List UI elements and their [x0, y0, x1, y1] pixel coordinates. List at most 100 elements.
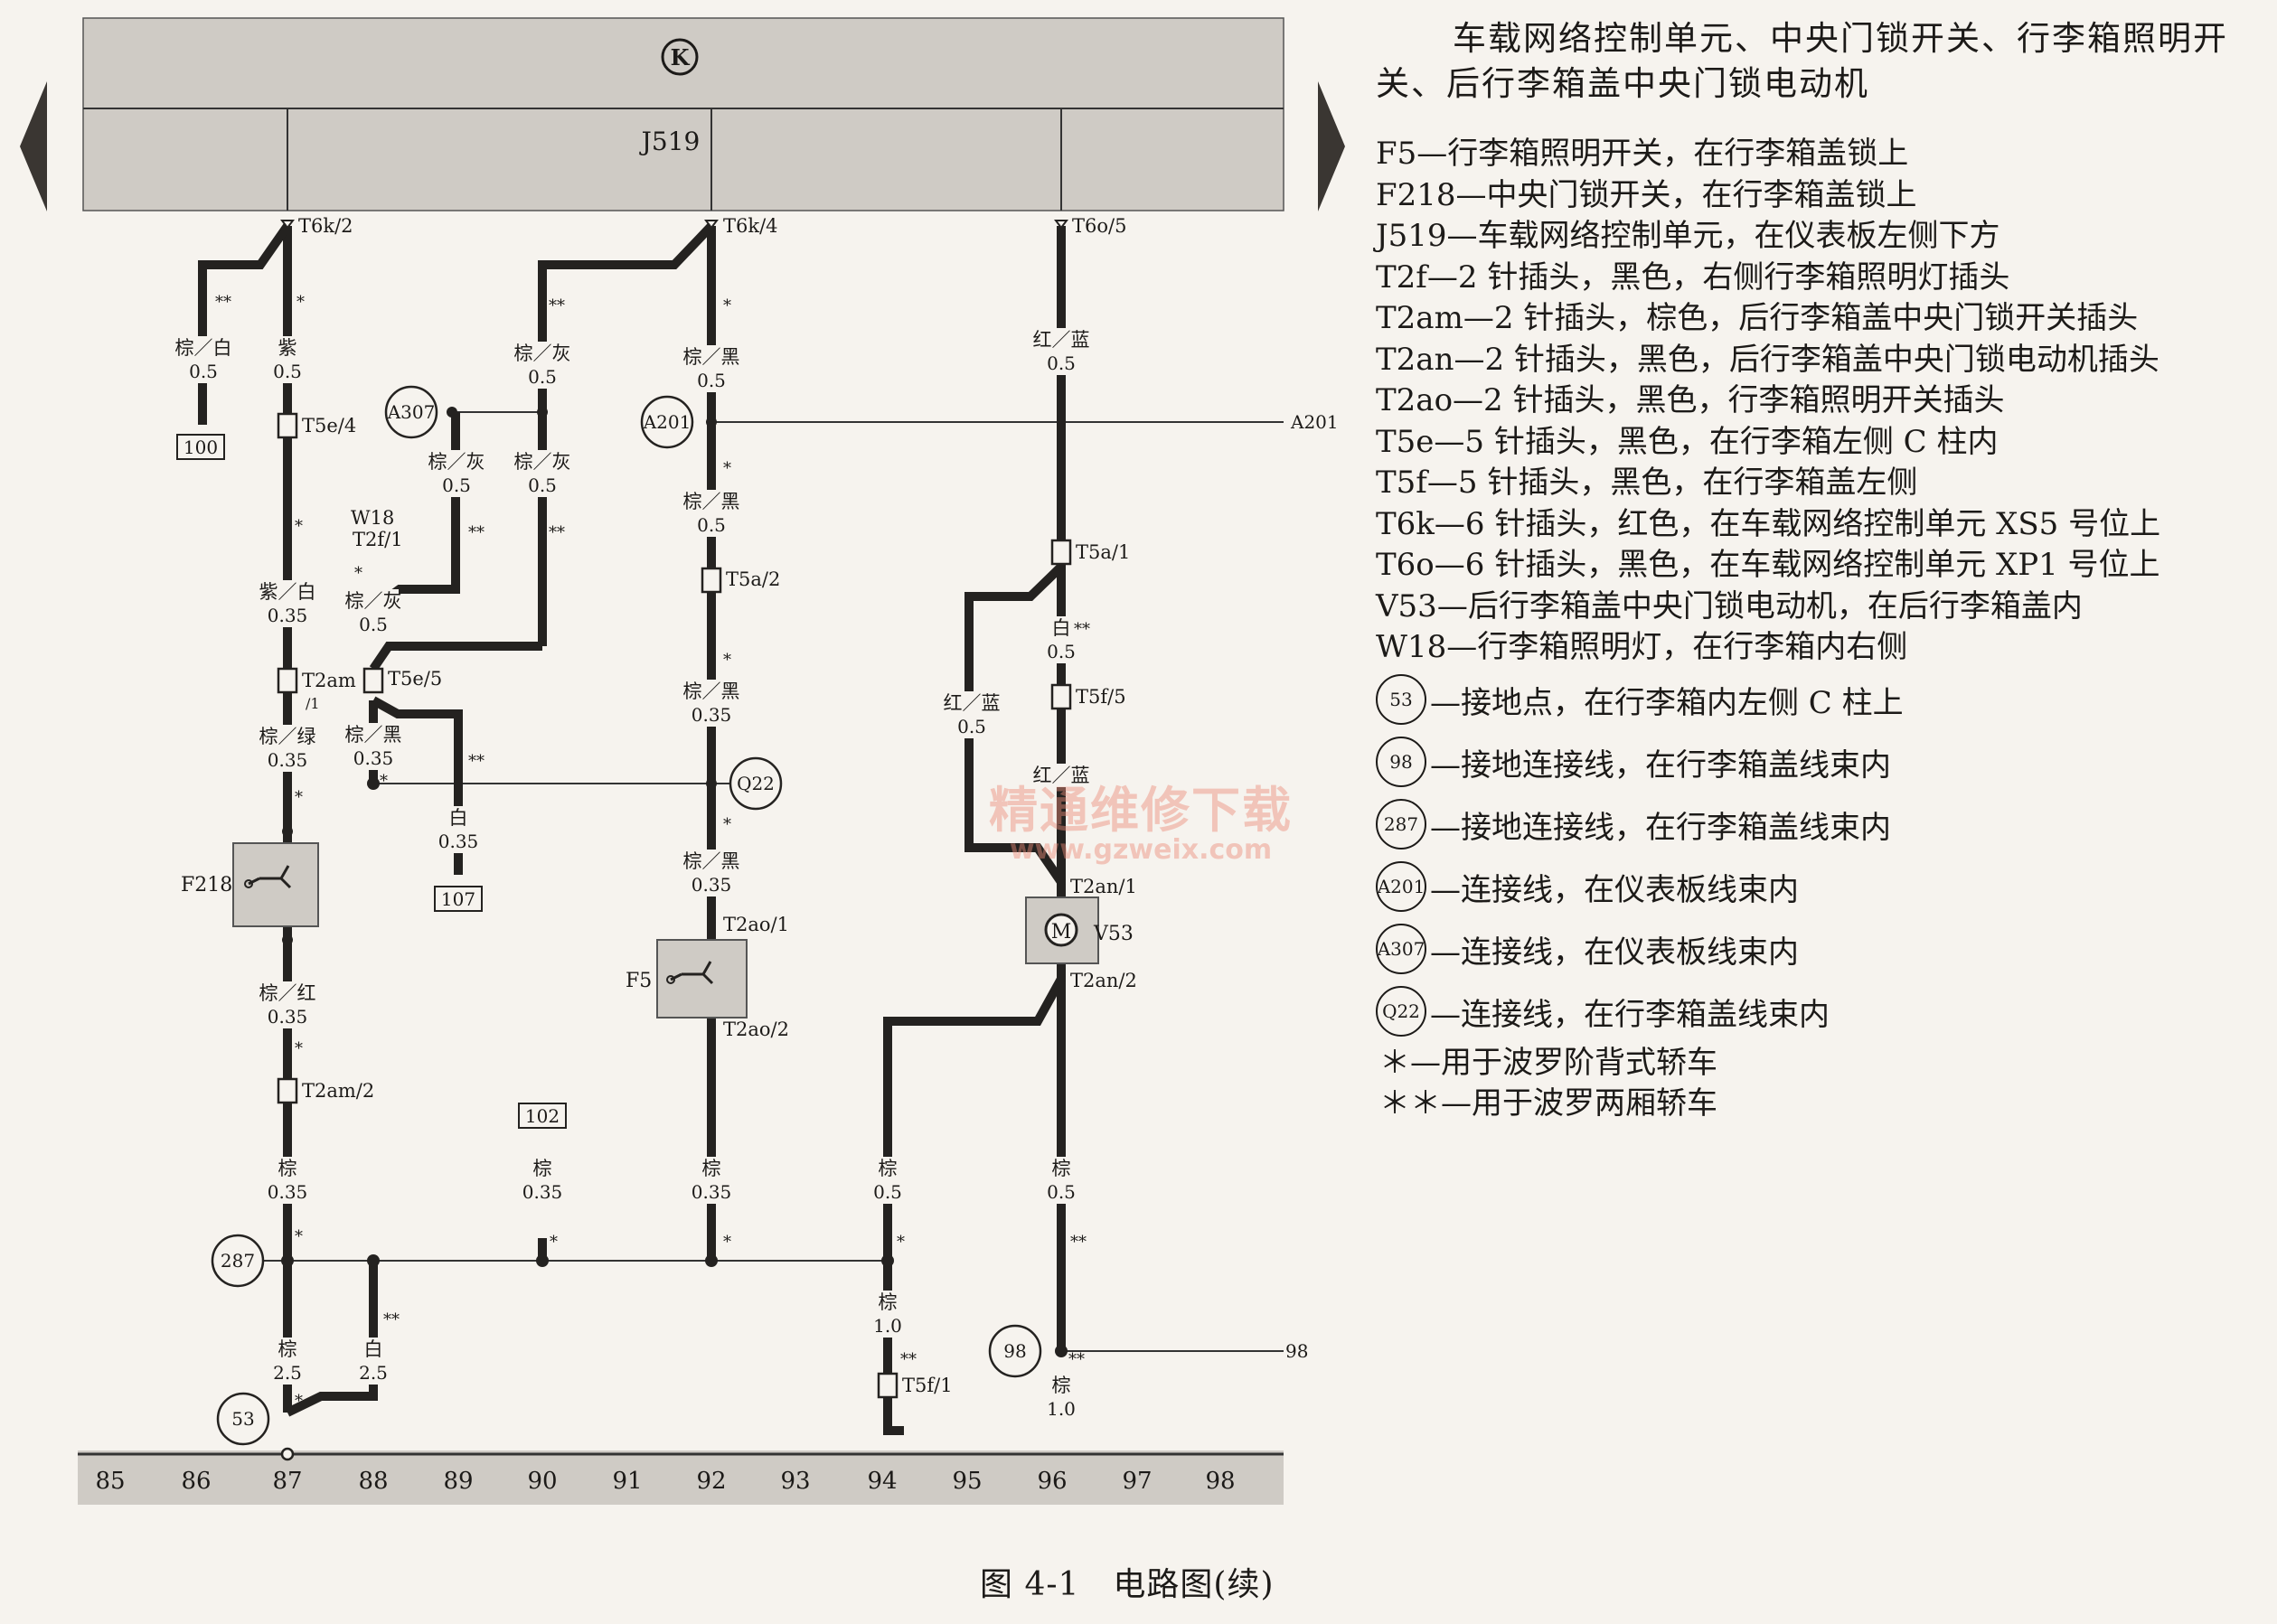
- wire-color-label: 棕: [879, 1158, 898, 1179]
- wire-size-label: 0.5: [957, 716, 986, 737]
- wire-color-label: 棕: [1052, 1375, 1071, 1396]
- legend-symbol-entry: 98—接地连接线，在行李箱盖线束内: [1376, 731, 2271, 793]
- wire-size-label: 0.35: [692, 1181, 732, 1203]
- wire-variant-mark: **: [900, 1350, 917, 1369]
- conn-t2ao2: T2ao/2: [723, 1019, 789, 1040]
- connector-t5f5: [1050, 683, 1072, 710]
- wire-size-label: 0.5: [189, 361, 218, 382]
- legend-symbol-entry: 53—接地点，在行李箱内左侧 C 柱上: [1376, 669, 2271, 731]
- connector-pin: [704, 220, 719, 230]
- wire-label-background: [262, 580, 313, 627]
- legend-entry: T2an—2 针插头，黑色，后行李箱盖中央门锁电动机插头: [1376, 341, 2159, 378]
- legend-entry: T5f—5 针插头，黑色，在行李箱盖左侧: [1376, 465, 1918, 501]
- wire-color-label: 紫／白: [259, 581, 316, 603]
- conn-t2am2: T2am/2: [302, 1080, 374, 1102]
- figure-caption: 图 4-1 电路图(续): [980, 1566, 1275, 1603]
- wire-label-background: [1036, 1157, 1087, 1204]
- wire-labels: 棕／白0.5紫0.5紫／白0.35棕／绿0.35棕／红0.35棕0.35棕2.5…: [175, 328, 1090, 1421]
- ref-98-right: 98: [1285, 1340, 1308, 1362]
- conn-t5e4: T5e/4: [302, 415, 356, 437]
- previous-page-arrow-icon[interactable]: [20, 81, 47, 211]
- wire-size-label: 0.5: [528, 366, 557, 388]
- connector-t5e4: [277, 412, 298, 439]
- switch-f5: [656, 939, 748, 1019]
- wire-color-label: 棕: [278, 1158, 297, 1179]
- wire-label-background: [517, 450, 568, 497]
- ref-box-100-label: 100: [183, 437, 218, 458]
- conn-t5a1: T5a/1: [1076, 541, 1130, 563]
- legend-symbol-circle: A201: [1376, 861, 1426, 912]
- legend-note: ＊—用于波罗阶背式轿车: [1379, 1044, 1717, 1081]
- column-number: 92: [696, 1468, 726, 1495]
- wire-label-background: [433, 806, 484, 853]
- legend-symbol-text: —连接线，在仪表板线束内: [1430, 871, 1799, 908]
- legend-symbol-circle: 53: [1376, 674, 1426, 725]
- wire-variant-mark: *: [380, 772, 388, 791]
- legend-symbol-text: —连接线，在仪表板线束内: [1430, 934, 1799, 971]
- connector-t5a2: [701, 567, 722, 594]
- wire-color-label: 红／蓝: [1033, 765, 1090, 786]
- module-label: J519: [639, 127, 701, 156]
- wire-variant-mark: **: [383, 1310, 400, 1329]
- conn-t6k4: T6k/4: [723, 215, 778, 237]
- wire-color-label: 棕／黑: [683, 346, 740, 368]
- wire-size-label: 2.5: [359, 1362, 388, 1384]
- wire-label-background: [262, 1157, 313, 1204]
- conn-t5f5: T5f/5: [1076, 686, 1126, 708]
- legend-symbol-circle: A307: [1376, 924, 1426, 974]
- wire-label-background: [1036, 1374, 1087, 1421]
- wire-size-label: 0.5: [1047, 641, 1076, 662]
- column-number: 96: [1037, 1468, 1067, 1495]
- legend-symbol-circle: Q22: [1376, 986, 1426, 1037]
- wire-variant-mark: *: [354, 564, 362, 583]
- column-number: 94: [867, 1468, 897, 1495]
- wire-variant-mark: *: [723, 459, 731, 478]
- legend-title: 车载网络控制单元、中央门锁开关、行李箱照明开关、后行李箱盖中央门锁电动机: [1376, 19, 2228, 103]
- wire-size-label: 0.35: [353, 747, 394, 769]
- conn-t2an1: T2an/1: [1070, 876, 1137, 897]
- connector-t5e5: [362, 667, 384, 694]
- column-number: 97: [1122, 1468, 1152, 1495]
- column-number: 91: [612, 1468, 642, 1495]
- legend-symbol-entry: A307—连接线，在仪表板线束内: [1376, 918, 2271, 981]
- wire-color-label: 棕: [278, 1338, 297, 1360]
- wire-label-background: [348, 589, 399, 636]
- legend-symbol-circle: 287: [1376, 799, 1426, 850]
- wire-variant-mark: **: [468, 523, 485, 542]
- wire-color-label: 棕／灰: [514, 343, 571, 364]
- wire-label-background: [431, 450, 482, 497]
- next-page-arrow-icon[interactable]: [1318, 81, 1345, 211]
- legend-symbol-text: —接地连接线，在行李箱盖线束内: [1430, 809, 1891, 846]
- wire-label-background: [686, 680, 737, 727]
- wire-variant-mark: *: [295, 1227, 303, 1246]
- wire-label-background: [686, 345, 737, 392]
- connector-pin: [1054, 220, 1068, 230]
- wire-size-label: 1.0: [873, 1315, 902, 1337]
- wire-color-label: 紫: [278, 337, 297, 359]
- wire-color-label: 棕／黑: [683, 850, 740, 872]
- wire-color-label: 棕: [879, 1291, 898, 1313]
- wire-size-label: 2.5: [273, 1362, 302, 1384]
- column-number: 86: [181, 1468, 211, 1495]
- wire-label-background: [1036, 764, 1087, 787]
- wire-color-label: 红／蓝: [1033, 329, 1090, 351]
- conn-t2am-pin: /1: [306, 695, 320, 712]
- terminal-symbol-label: K: [671, 44, 691, 70]
- wire-color-label: 棕／黑: [345, 724, 402, 746]
- wire-variant-mark: **: [1070, 1233, 1087, 1252]
- wire-color-label: 棕／红: [259, 982, 316, 1004]
- conn-t6k2: T6k/2: [298, 215, 353, 237]
- f218-label: F218: [181, 874, 232, 896]
- node-98-label: 98: [1003, 1340, 1026, 1362]
- wire-label-background: [517, 342, 568, 389]
- wire-variant-mark: **: [1068, 1350, 1085, 1369]
- wire-size-label: 0.5: [697, 370, 726, 391]
- wire-color-label: 棕／黑: [683, 681, 740, 702]
- node-q22-label: Q22: [737, 773, 775, 794]
- wire-variant-mark: *: [897, 1233, 905, 1252]
- wire-variant-mark: **: [468, 752, 485, 771]
- wire-variant-mark: **: [549, 523, 565, 542]
- ref-a201-right: A201: [1290, 411, 1339, 433]
